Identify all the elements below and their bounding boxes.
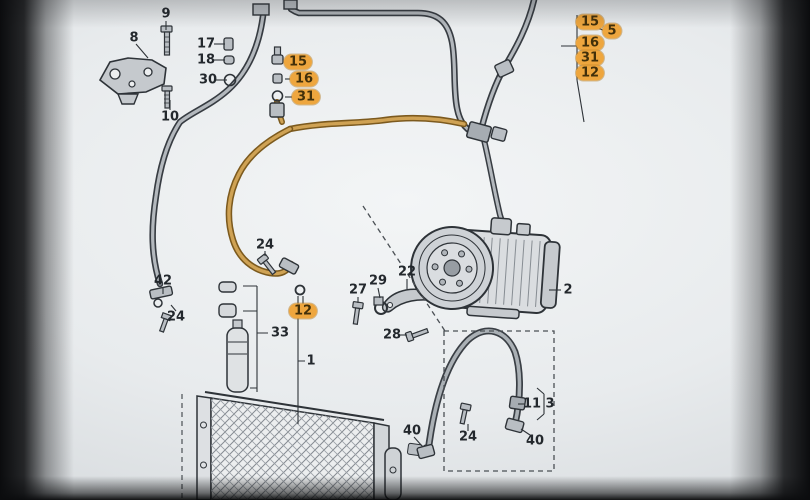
callout-15-6[interactable]: 15 [283, 54, 313, 70]
callout-42-15[interactable]: 42 [153, 273, 173, 289]
callout-24-16[interactable]: 24 [166, 309, 186, 325]
callout-31-8[interactable]: 31 [291, 89, 321, 105]
callout-17-2[interactable]: 17 [196, 36, 216, 52]
callout-12-17[interactable]: 12 [288, 303, 318, 319]
callout-11-25[interactable]: 11 [522, 396, 542, 412]
callout-22-21[interactable]: 22 [397, 264, 417, 280]
callout-16-7[interactable]: 16 [289, 71, 319, 87]
callout-2-23[interactable]: 2 [563, 282, 573, 298]
callout-27-19[interactable]: 27 [348, 282, 368, 298]
callout-24-14[interactable]: 24 [255, 237, 275, 253]
callout-18-3[interactable]: 18 [196, 52, 216, 68]
callout-40-29[interactable]: 40 [525, 433, 545, 449]
callout-8-1[interactable]: 8 [129, 30, 139, 46]
callout-24-28[interactable]: 24 [458, 429, 478, 445]
callout-9-0[interactable]: 9 [161, 6, 171, 22]
callout-5-10[interactable]: 5 [602, 23, 622, 39]
callout-28-22[interactable]: 28 [382, 327, 402, 343]
callout-31-12[interactable]: 31 [575, 50, 605, 66]
callout-29-20[interactable]: 29 [368, 273, 388, 289]
callout-3-26[interactable]: 3 [545, 396, 555, 412]
callout-1-24[interactable]: 1 [306, 353, 316, 369]
callout-40-27[interactable]: 40 [402, 423, 422, 439]
callout-16-11[interactable]: 16 [575, 35, 605, 51]
callout-30-4[interactable]: 30 [198, 72, 218, 88]
callout-12-13[interactable]: 12 [575, 65, 605, 81]
callout-33-18[interactable]: 33 [270, 325, 290, 341]
callout-15-9[interactable]: 15 [575, 14, 605, 30]
callout-10-5[interactable]: 10 [160, 109, 180, 125]
